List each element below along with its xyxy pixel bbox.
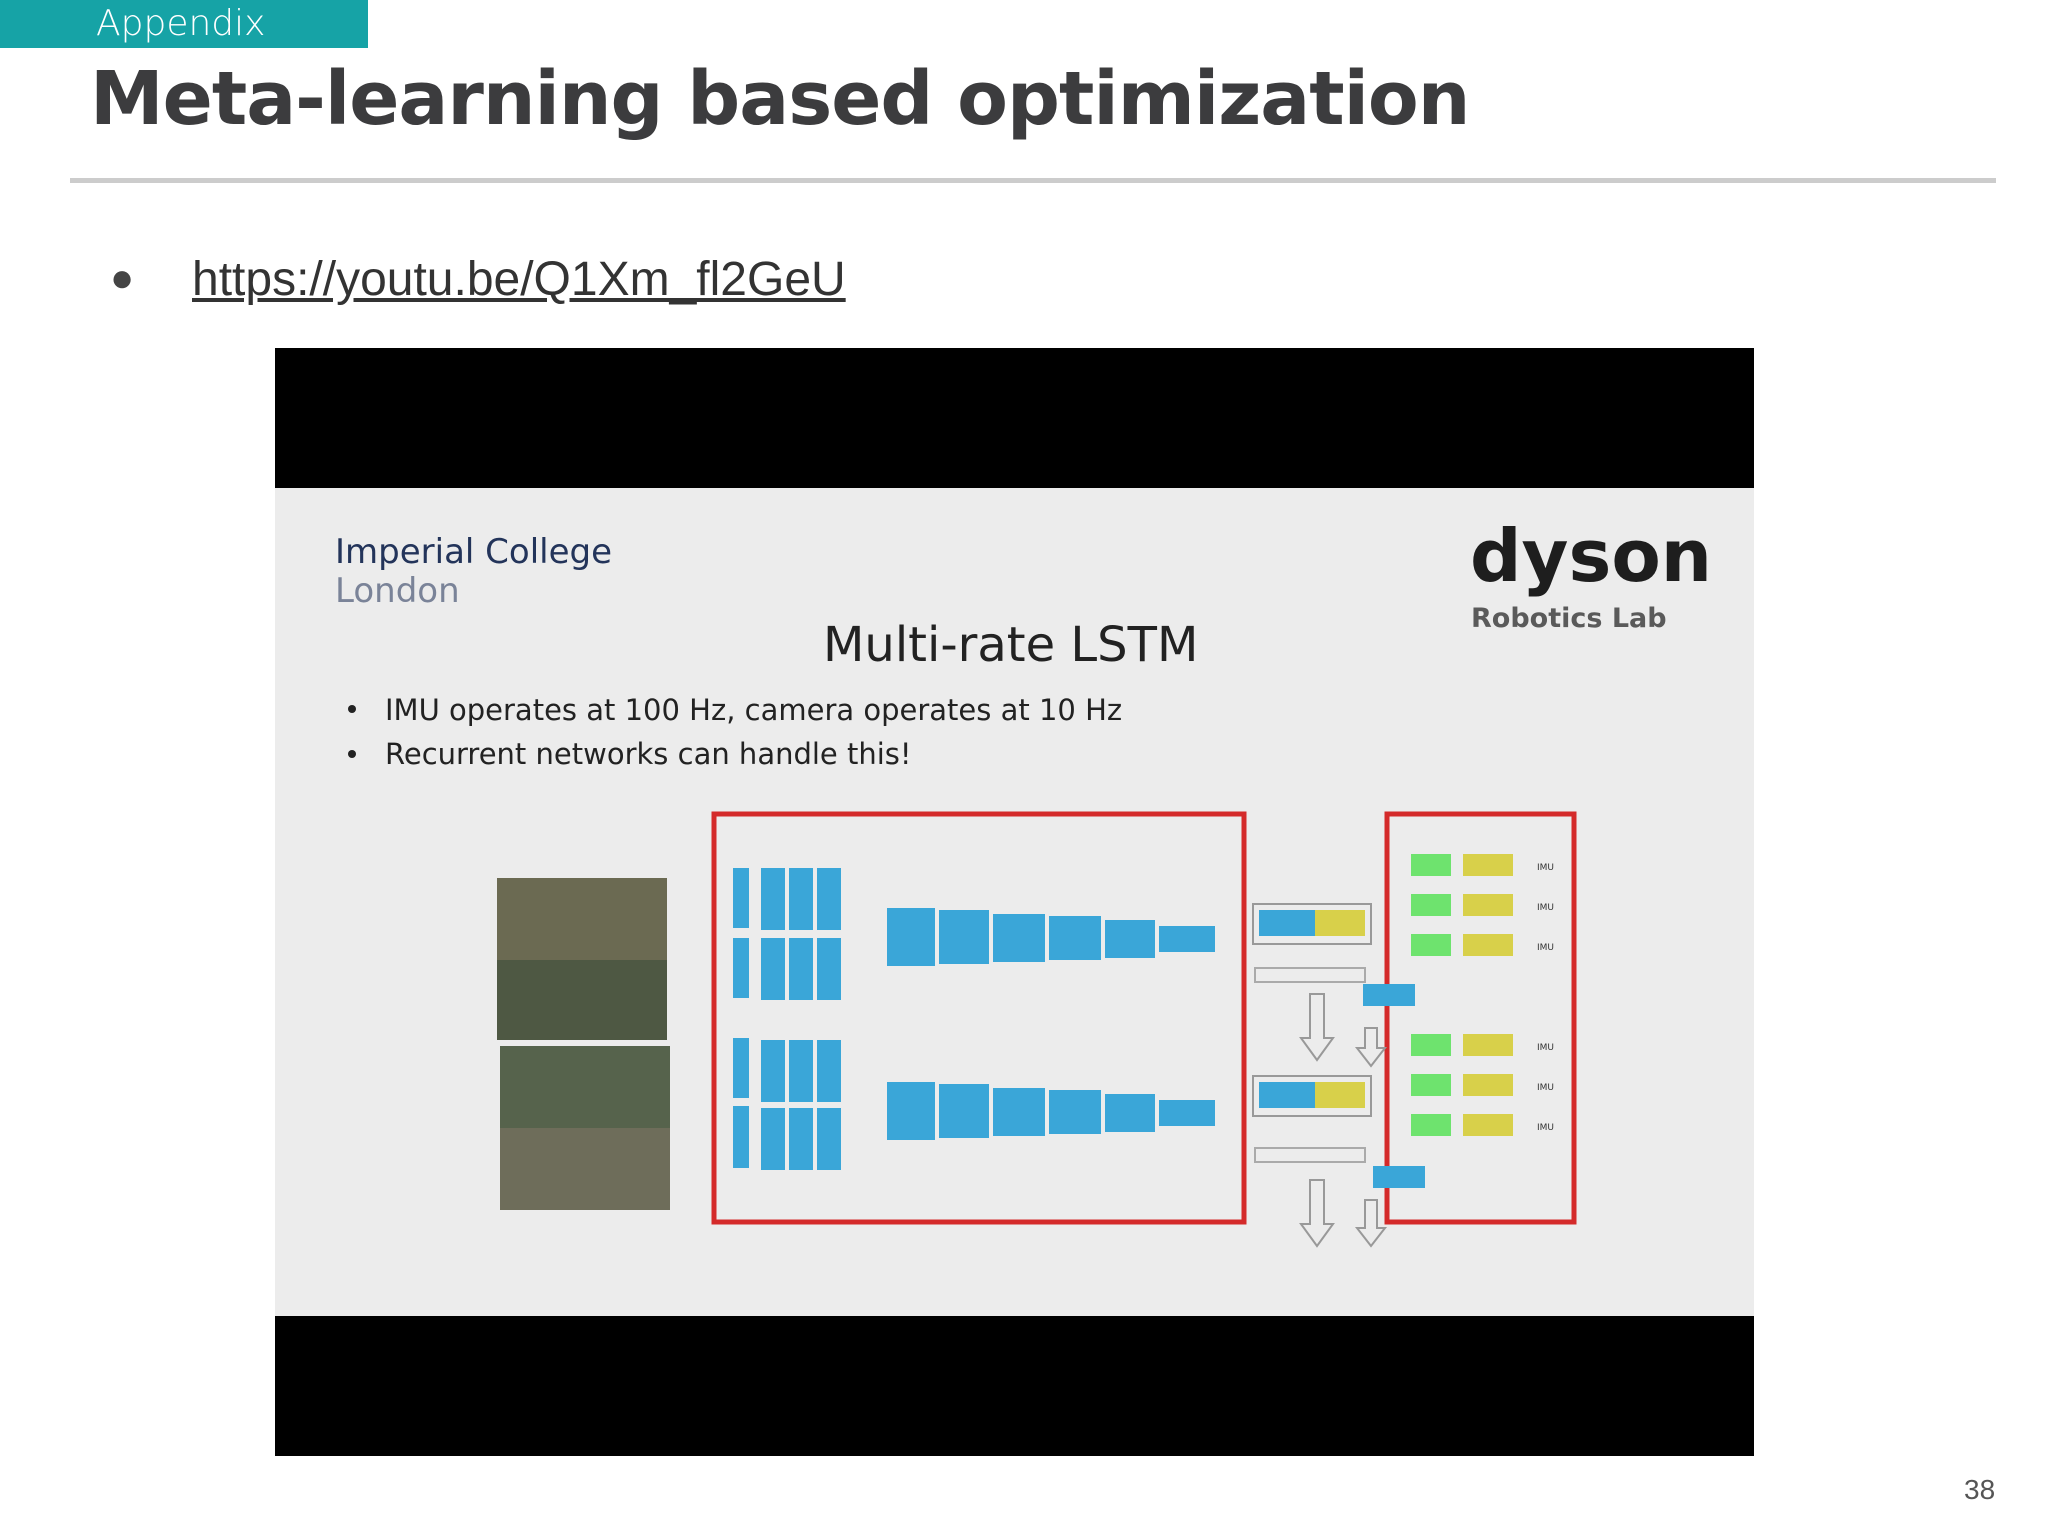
page-number: 38	[1964, 1474, 1996, 1505]
slide-bullet-1: IMU operates at 100 Hz, camera operates …	[385, 693, 1122, 727]
fusion-blocks	[1252, 903, 1425, 1248]
imu-label: IMU	[1537, 1123, 1554, 1133]
imu-label: IMU	[1537, 863, 1554, 873]
conv-layers-bottom	[733, 1038, 1215, 1170]
imu-label: IMU	[1537, 943, 1554, 953]
slide-title: Multi-rate LSTM	[823, 617, 1198, 673]
slide-bullet-dot	[348, 750, 356, 758]
video-frame: Imperial College London dyson Robotics L…	[275, 488, 1754, 1316]
video-thumbnail[interactable]: Imperial College London dyson Robotics L…	[275, 348, 1754, 1456]
college-name-line1: Imperial College	[335, 532, 612, 572]
imu-label: IMU	[1537, 903, 1554, 913]
conv-layers-top	[733, 868, 1215, 1000]
bullet-dot: ●	[110, 256, 135, 300]
slide-bullet-2: Recurrent networks can handle this!	[385, 737, 912, 771]
imu-lstm-cells	[1411, 854, 1513, 1136]
dyson-logo: dyson	[1470, 514, 1712, 598]
dyson-logo-subtitle: Robotics Lab	[1471, 603, 1667, 634]
youtube-link[interactable]: https://youtu.be/Q1Xm_fl2GeU	[192, 253, 846, 306]
imu-labels: IMU IMU IMU IMU IMU IMU	[1537, 863, 1554, 1133]
college-name-line2: London	[335, 571, 460, 611]
input-image	[497, 960, 667, 1040]
title-divider	[70, 178, 1996, 183]
input-image	[500, 1128, 670, 1210]
input-image	[497, 878, 667, 960]
section-tag: Appendix	[0, 0, 368, 48]
page-title: Meta-learning based optimization	[90, 56, 1470, 142]
input-image	[500, 1046, 670, 1128]
imu-label: IMU	[1537, 1083, 1554, 1093]
lstm-block-outline	[1384, 811, 1577, 1225]
imu-label: IMU	[1537, 1043, 1554, 1053]
slide-bullet-dot	[348, 705, 356, 713]
cnn-block-outline	[711, 811, 1247, 1225]
